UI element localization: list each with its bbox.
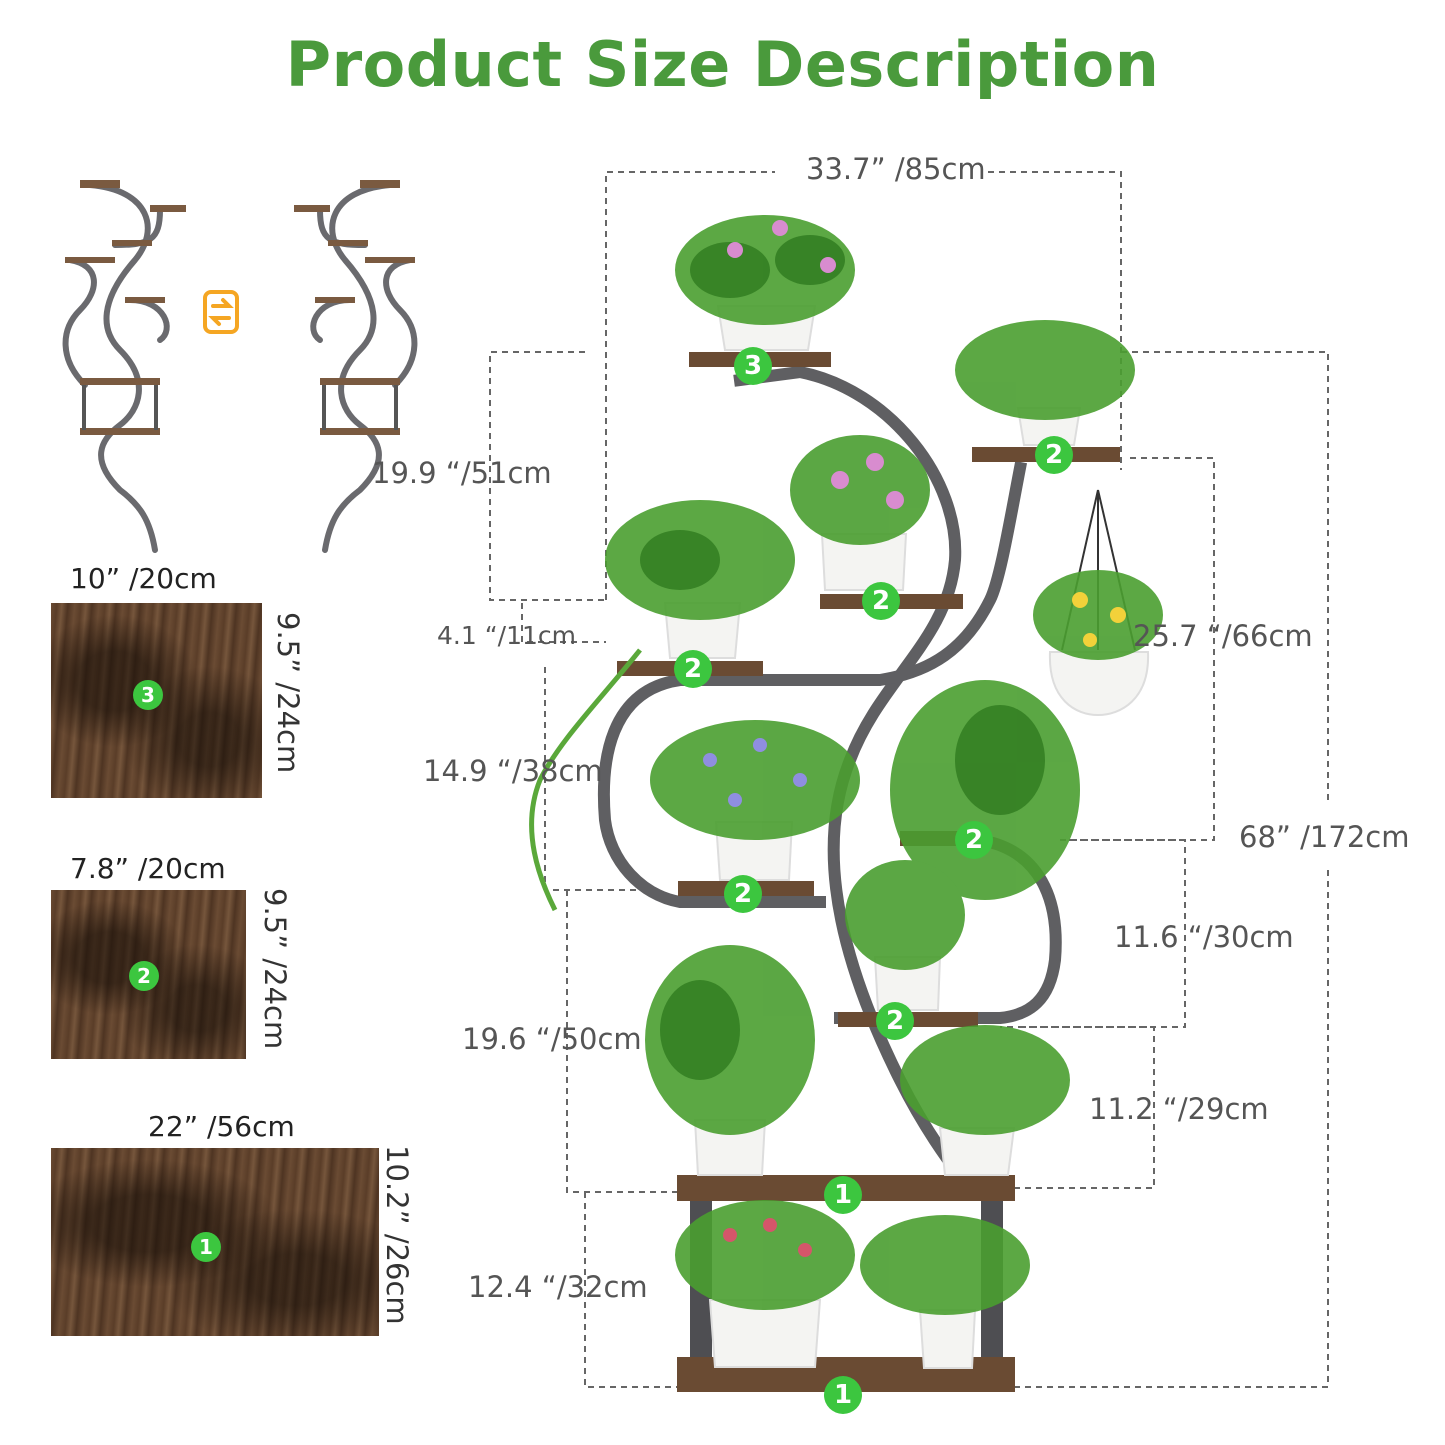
swap-icon: [203, 290, 239, 334]
dim-19-9: 19.9 “/51cm: [372, 456, 552, 490]
shelf-2-width-label: 7.8” /20cm: [70, 852, 226, 885]
stand-badge: 1: [824, 1376, 862, 1414]
dim-top-width: 33.7” /85cm: [806, 152, 986, 186]
stand-badge: 2: [955, 821, 993, 859]
dim-14-9: 14.9 “/38cm: [423, 754, 603, 788]
stand-badge: 1: [824, 1176, 862, 1214]
dim-11-2: 11.2 “/29cm: [1089, 1092, 1269, 1126]
dim-total-height: 68” /172cm: [1239, 820, 1410, 854]
stand-badge: 2: [862, 582, 900, 620]
stand-badge: 3: [734, 347, 772, 385]
shelf-3-width-label: 10” /20cm: [70, 562, 217, 595]
dim-19-6: 19.6 “/50cm: [462, 1022, 642, 1056]
reversible-stand-diagram: [62, 180, 418, 553]
dim-11-6: 11.6 “/30cm: [1114, 920, 1294, 954]
shelf-1-badge: 1: [191, 1232, 221, 1262]
dim-12-4: 12.4 “/32cm: [468, 1270, 648, 1304]
shelf-2-badge: 2: [129, 961, 159, 991]
stand-badge: 2: [876, 1002, 914, 1040]
dim-25-7: 25.7 “/66cm: [1133, 619, 1313, 653]
shelf-3-badge: 3: [133, 680, 163, 710]
shelf-1-width-label: 22” /56cm: [148, 1110, 295, 1143]
stand-badge: 2: [674, 650, 712, 688]
dim-4-1: 4.1 “/11cm: [437, 621, 576, 650]
page-title: Product Size Description: [285, 28, 1160, 101]
stand-badge: 2: [1035, 436, 1073, 474]
stand-badge: 2: [724, 875, 762, 913]
shelf-1-swatch: [51, 1148, 379, 1336]
